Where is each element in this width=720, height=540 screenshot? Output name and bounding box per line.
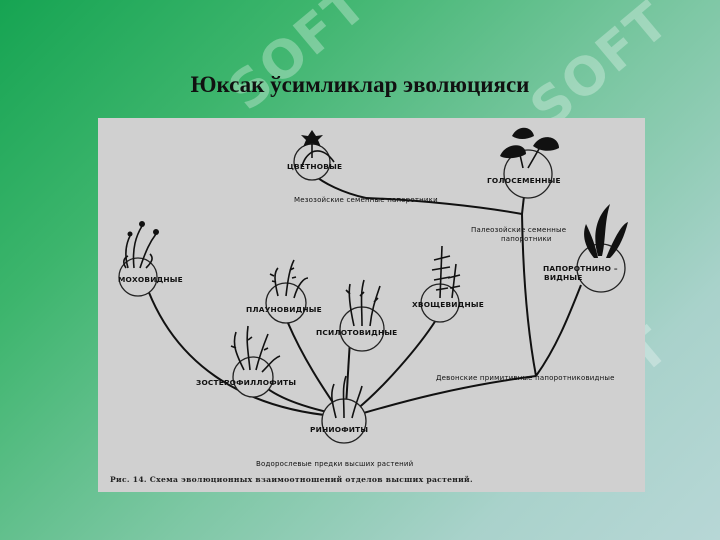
fern-plant-icon [584,204,628,258]
node-label-ferns-line2: ВИДНЫЕ [544,273,583,282]
edge-label-algal: Водорослевые предки высших растений [256,460,414,468]
edge-rhyniophytes-devonian [359,375,537,415]
edge-label-mesozoic: Мезозойские семенные папоротники [294,196,438,204]
node-circle-gymnosperms [503,149,553,199]
figure-caption: Рис. 14. Схема эволюционных взаимоотноше… [110,475,473,484]
edge-devonian-paleozoic [521,213,537,377]
edge-rhyniophytes-mosses [139,265,335,417]
node-label-rhyniophytes: РИНИОФИТЫ [310,425,369,434]
node-label-flowering: ЦВЕТНОВЫЕ [287,162,343,171]
node-circle-lycopods [265,282,307,324]
edge-paleozoic-mesozoic [365,197,523,215]
horsetail-plant-icon [431,245,461,299]
node-label-horsetails: ХВОЩЕВИДНЫЕ [412,300,484,309]
node-label-gymnosperms: ГОЛОСЕМЕННЫЕ [487,176,561,185]
flower-plant-icon [301,130,335,167]
moss-plant-icon [123,221,159,269]
psilotum-plant-icon [345,279,381,327]
edge-rhyniophytes-horsetails [355,319,437,411]
slide-title: Юксак ўсимликлар эволюцияси [190,72,530,97]
edge-rhyniophytes-psilotoids [345,339,351,407]
node-label-zosterophylls: ЗОСТЕРОФИЛЛОФИТЫ [196,378,297,387]
edge-devonian-ferns [535,284,582,377]
lycopod-plant-icon [269,259,309,299]
node-label-mosses: МОХОВИДНЫЕ [118,275,183,284]
node-label-psilotoids: ПСИЛОТОВИДНЫЕ [316,328,398,337]
watermark-text: SOFT [217,0,380,123]
node-label-ferns-line1: ПАПОРОТНИНО – [543,264,618,273]
diagram-graphics [118,127,628,444]
edge-label-devonian: Девонские примитивные папоротниковидные [436,374,615,382]
edge-label-paleozoic-line1: Палеозойские семенные [471,226,567,234]
rhyniophyte-plant-icon [331,375,363,419]
ginkgo-plant-icon [500,127,559,169]
zosterophyll-plant-icon [230,325,281,373]
edge-label-paleozoic-line2: папоротники [501,235,552,243]
evolution-diagram: ЦВЕТНОВЫЕ ГОЛОСЕМЕННЫЕ МОХОВИДНЫЕ ПАПОРО… [98,118,645,492]
node-circle-zosterophylls [232,356,274,398]
edge-paleozoic-gymnosperms [521,195,525,215]
node-label-lycopods: ПЛАУНОВИДНЫЕ [246,305,322,314]
